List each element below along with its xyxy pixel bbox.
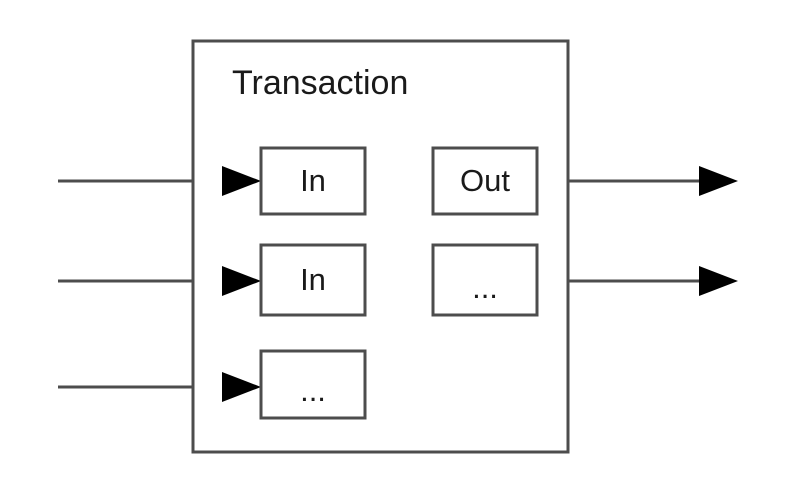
page-title: Transaction (232, 64, 408, 102)
input-arrow-icon-2 (222, 266, 261, 296)
input-slot-label-1: In (300, 163, 326, 198)
output-arrow-icon-2 (699, 266, 738, 296)
input-arrow-icon-1 (222, 166, 261, 196)
input-slot-label-3: ... (300, 373, 326, 408)
input-slot-3[interactable] (259, 349, 367, 420)
input-slot-2[interactable] (259, 243, 367, 317)
input-arrow-icon-3 (222, 372, 261, 402)
output-slot-label-1: Out (460, 163, 510, 198)
output-slot-label-2: ... (472, 270, 498, 305)
output-slot-1[interactable] (431, 146, 539, 216)
output-arrow-icon-1 (699, 166, 738, 196)
output-slot-2[interactable] (431, 243, 539, 317)
input-slot-label-2: In (300, 262, 326, 297)
input-slot-1[interactable] (259, 146, 367, 216)
